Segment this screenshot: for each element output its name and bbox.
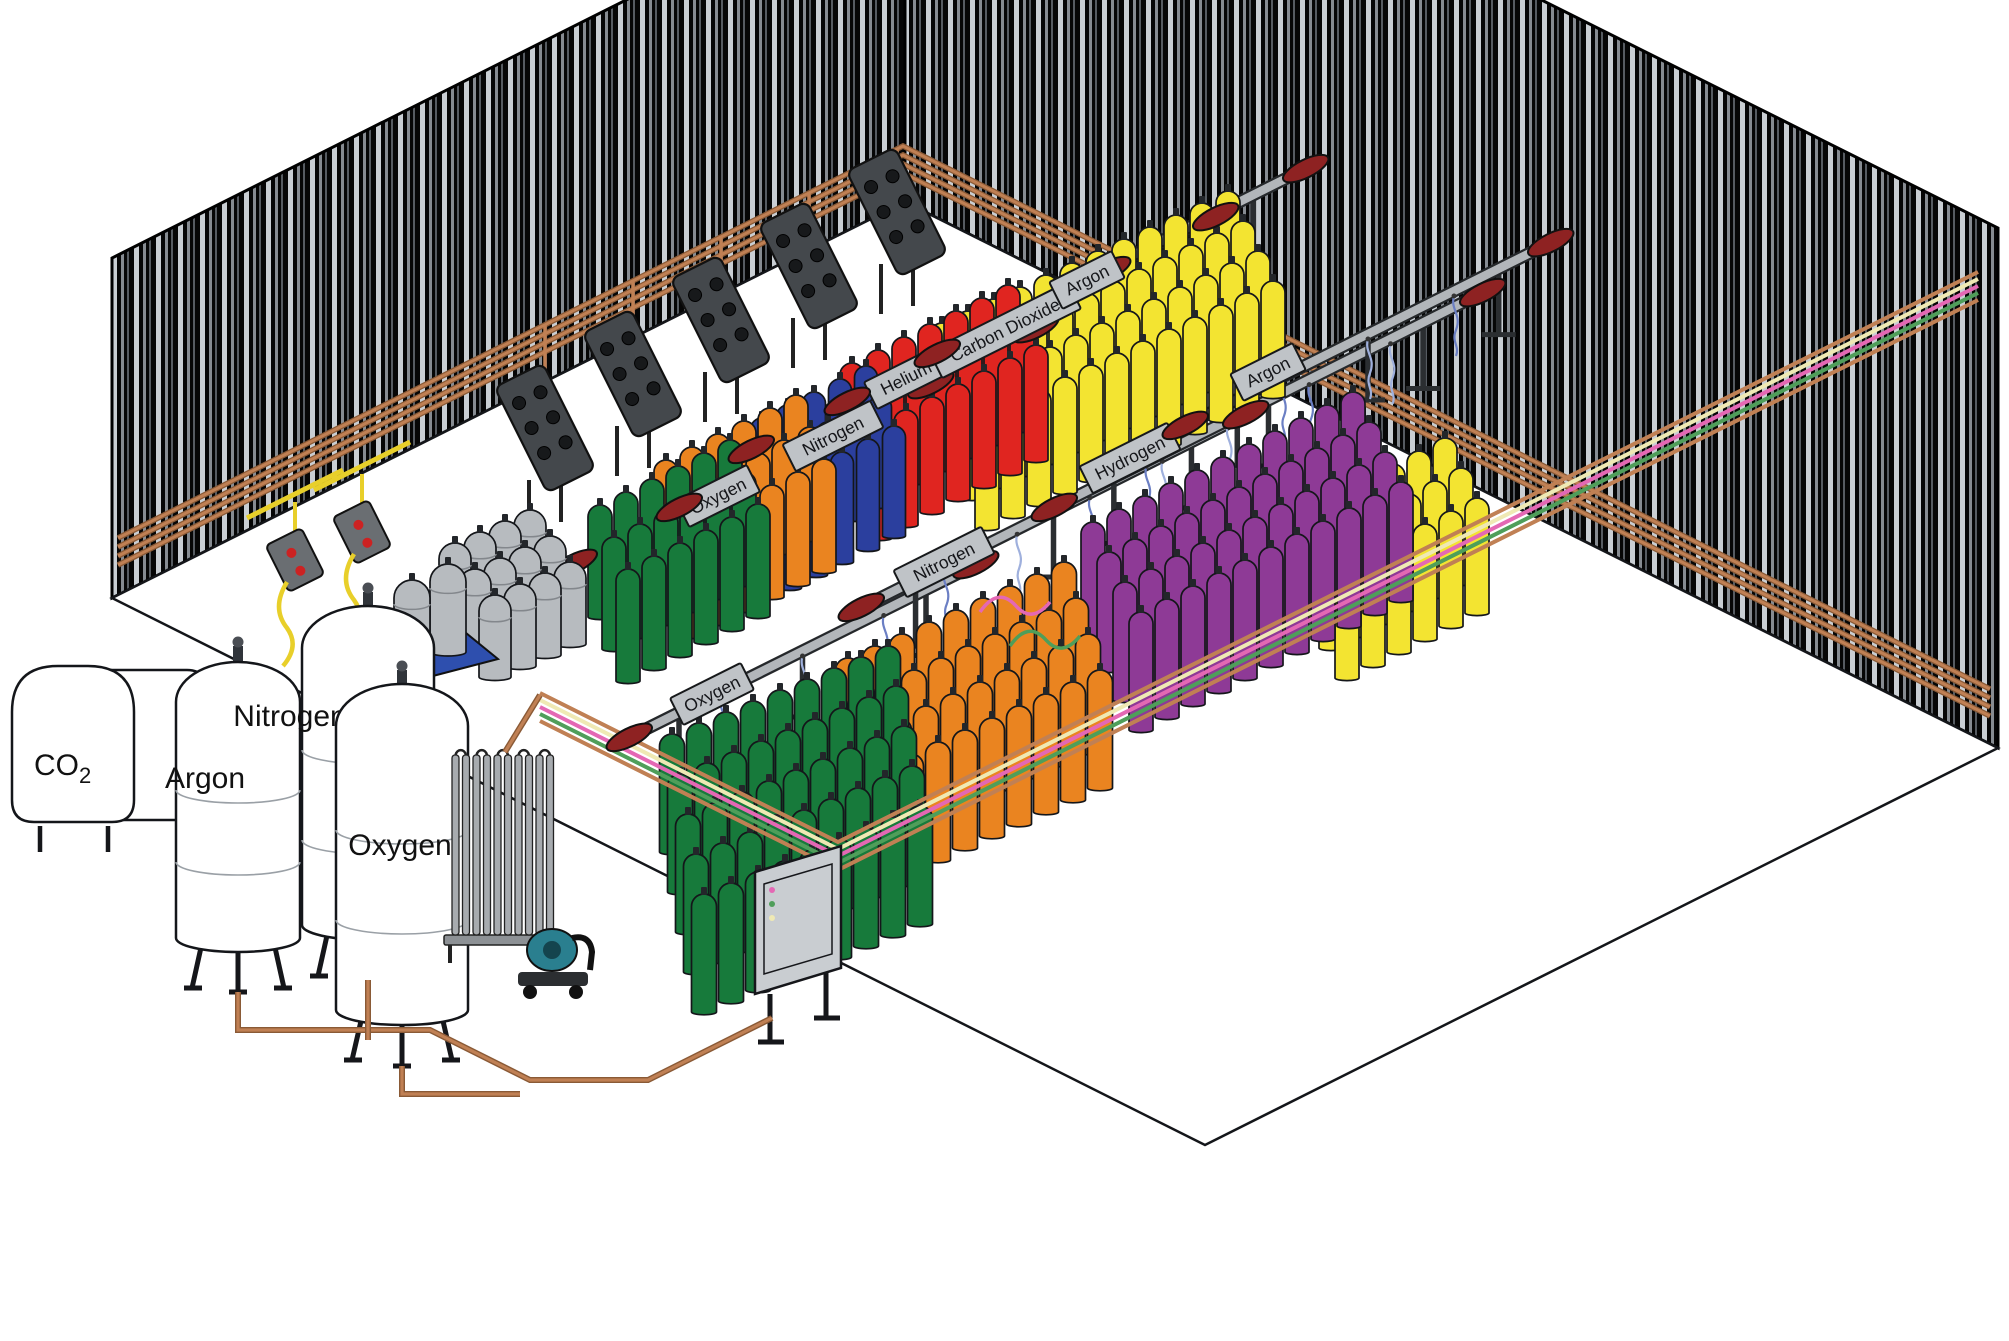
- rail-end-cap: [655, 492, 703, 523]
- rail-end-cap: [1282, 153, 1330, 184]
- gas-cylinder: [1023, 344, 1049, 464]
- gas-cylinder: [1078, 364, 1104, 484]
- gas-cylinder: [881, 425, 907, 540]
- ground-pipes: [235, 693, 774, 1097]
- fill-station: [245, 467, 345, 668]
- gas-cylinder: [945, 383, 971, 503]
- argon-tank: Argon: [165, 636, 302, 995]
- gas-cylinder: [615, 568, 641, 685]
- co2-label: CO2: [34, 749, 91, 788]
- rack-label-nitrogen-back: Nitrogen: [782, 400, 884, 472]
- manifold-panel: [584, 280, 682, 476]
- rail-end-cap: [1030, 492, 1078, 523]
- gas-cylinder: [1032, 693, 1060, 816]
- manifold-panel: [672, 236, 770, 422]
- rail-end-cap: [1459, 277, 1507, 308]
- gas-cylinder: [693, 529, 719, 646]
- corner-fill-panel: [753, 844, 843, 1045]
- rail-end-cap: [1527, 227, 1575, 258]
- fill-stations: [245, 439, 412, 668]
- gas-cylinder: [1059, 681, 1087, 804]
- gas-cylinder: [906, 805, 934, 928]
- gas-cylinder: [667, 542, 693, 659]
- gas-cylinder: [745, 503, 771, 620]
- gas-cylinder: [785, 471, 811, 588]
- foreground-equipment: CO2 Argon Nitrogen Oxy: [10, 503, 774, 1097]
- cylinder-clusters: [587, 184, 1490, 1016]
- rail-end-cap: [605, 722, 653, 753]
- dewar-cylinder: [429, 563, 467, 657]
- blower-unit: [518, 928, 596, 999]
- rail-end-cap: [1161, 410, 1209, 441]
- dewar-cylinder: [478, 594, 512, 682]
- oxygen-front-cylinders: [658, 639, 934, 1016]
- gas-cylinder: [855, 438, 881, 553]
- rail-end-cap: [1192, 201, 1240, 232]
- oxygen-tank-label: Oxygen: [348, 829, 451, 862]
- dewar-cylinder: [553, 561, 587, 649]
- manifold-panel: [760, 192, 858, 368]
- dewar-cylinder: [528, 572, 562, 660]
- oxygen-back-cylinders: [587, 433, 771, 685]
- gas-cylinder: [641, 555, 667, 672]
- rail-end-cap: [1222, 399, 1270, 430]
- gas-cylinder: [690, 893, 718, 1016]
- vaporizer-large: [443, 748, 566, 963]
- rail-end-cap: [727, 434, 775, 465]
- dewar-cylinder: [503, 583, 537, 671]
- oxygen-tank: Oxygen: [334, 660, 470, 1069]
- gas-cylinder: [811, 458, 837, 575]
- nitrogen-tank-label: Nitrogen: [233, 700, 346, 733]
- rail-end-cap: [913, 338, 961, 369]
- gas-cylinder: [997, 357, 1023, 477]
- liquid-dewars: [438, 503, 587, 682]
- gas-cylinder: [919, 396, 945, 516]
- gas-cylinder: [717, 882, 745, 1005]
- gas-cylinder: [1052, 376, 1078, 496]
- manifold-panel: [848, 148, 946, 314]
- gas-cylinder: [971, 370, 997, 490]
- rail-end-cap: [837, 592, 885, 623]
- manifold-panels: [496, 148, 946, 530]
- manifold-panel: [496, 324, 594, 530]
- gas-cylinder: [719, 516, 745, 633]
- argon-tank-label: Argon: [165, 762, 245, 795]
- rail-end-cap: [823, 386, 871, 417]
- gas-cylinder: [1208, 304, 1234, 424]
